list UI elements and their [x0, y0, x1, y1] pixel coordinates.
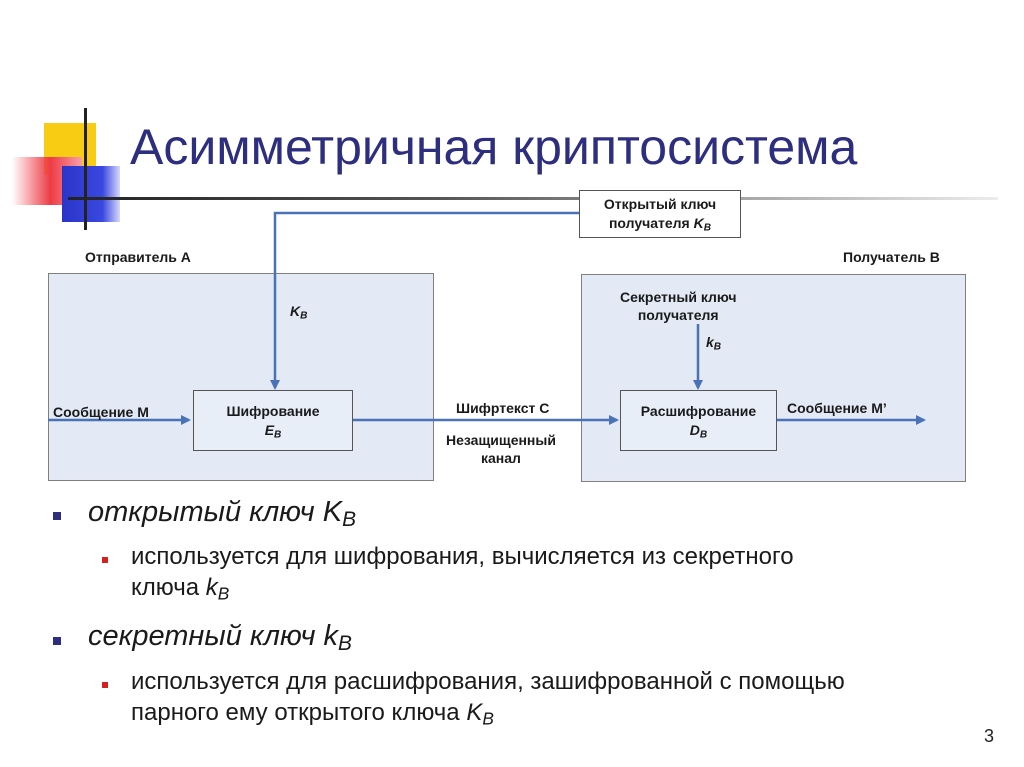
sender-label: Отправитель А — [85, 249, 191, 265]
decryption-function: DB — [689, 421, 708, 441]
sub-bullet-marker — [102, 682, 108, 688]
ciphertext-label: Шифртекст С — [456, 400, 550, 416]
channel-label: Незащищенный канал — [446, 432, 556, 466]
public-key-arrow — [270, 211, 579, 390]
sender-key-label: KB — [290, 303, 308, 322]
bullet-marker — [53, 637, 61, 645]
encryption-label: Шифрование — [226, 402, 320, 419]
decryption-label: Расшифрование — [640, 402, 757, 419]
public-key-line2: получателя KB — [608, 215, 712, 234]
bullet-public-key: открытый ключ KB — [88, 496, 357, 532]
receiver-key-label: kB — [706, 334, 722, 353]
sub-bullet-marker — [102, 557, 108, 563]
decryption-box: Расшифрование DB — [620, 390, 777, 451]
secret-key-label: Секретный ключ получателя — [620, 289, 737, 323]
bullet-marker — [53, 512, 61, 520]
sub-bullet-public-key: используется для шифрования, вычисляется… — [131, 543, 794, 604]
message-in-label: Сообщение М — [53, 404, 149, 420]
slide-title: Асимметричная криптосистема — [130, 119, 858, 175]
encryption-function: EB — [264, 421, 282, 441]
sub-bullet-secret-key: используется для расшифрования, зашифров… — [131, 668, 845, 729]
bullet-secret-key: секретный ключ kB — [88, 620, 352, 656]
page-number: 3 — [983, 726, 994, 746]
message-out-label: Сообщение М’ — [787, 400, 887, 416]
decor-vertical-line — [84, 108, 87, 230]
receiver-label: Получатель В — [843, 249, 940, 265]
title-underline — [68, 197, 998, 200]
public-key-box: Открытый ключ получателя KB — [579, 190, 741, 238]
encryption-box: Шифрование EB — [193, 390, 353, 451]
public-key-line1: Открытый ключ — [603, 196, 717, 212]
decor-blue-square — [62, 166, 120, 222]
